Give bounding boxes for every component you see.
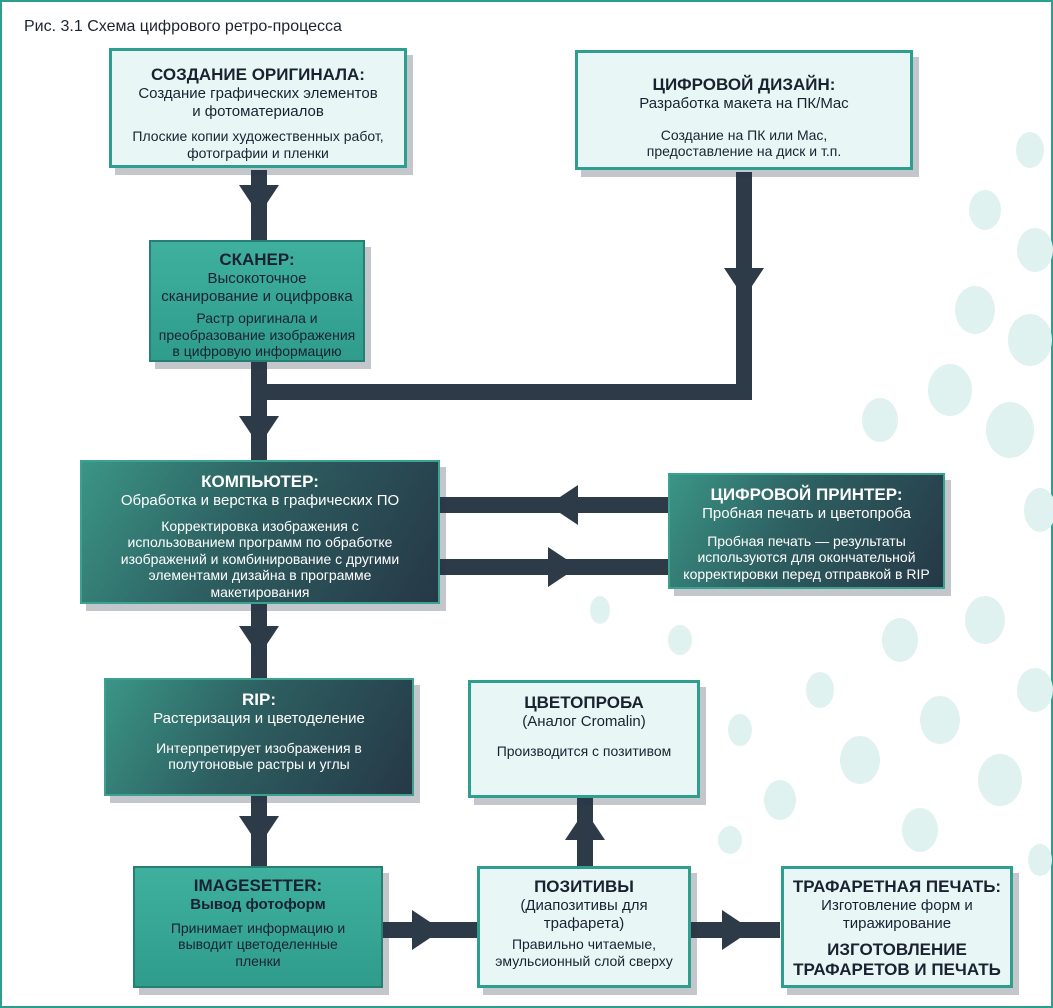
- box-colorproof: ЦВЕТОПРОБА (Аналог Cromalin) Производитс…: [468, 680, 700, 798]
- box-imagesetter-description: Принимает информацию и выводит цветоделе…: [170, 919, 346, 969]
- box-design-title: ЦИФРОВОЙ ДИЗАЙН:: [652, 75, 836, 94]
- box-original-subtitle: Создание графических элементов и фотомат…: [138, 85, 378, 120]
- box-printer-subtitle: Пробная печать и цветопроба: [702, 505, 911, 523]
- arrowhead-down-rip: [239, 816, 279, 846]
- box-imagesetter-title: IMAGESETTER:: [193, 876, 323, 895]
- box-rip: RIP: Растеризация и цветоделение Интерпр…: [104, 678, 414, 796]
- box-computer-title: КОМПЬЮТЕР:: [201, 472, 319, 491]
- figure-caption: Рис. 3.1 Схема цифрового ретро-процесса: [24, 18, 342, 35]
- box-imagesetter-subtitle: Вывод фотоформ: [190, 896, 326, 914]
- box-colorproof-subtitle: (Аналог Cromalin): [522, 713, 646, 731]
- box-colorproof-description: Производится с позитивом: [496, 742, 672, 759]
- box-scanner-description: Растр оригинала и преобразование изображ…: [158, 310, 356, 360]
- arrowhead-up-positives: [565, 810, 605, 840]
- box-scanner: СКАНЕР: Высокоточное сканирование и оциф…: [149, 240, 365, 362]
- box-design-subtitle: Разработка макета на ПК/Mac: [639, 95, 849, 113]
- box-computer: КОМПЬЮТЕР: Обработка и верстка в графиче…: [80, 460, 440, 604]
- arrowhead-right-positives: [722, 910, 752, 950]
- arrowhead-down-computer: [239, 626, 279, 656]
- arrowhead-down-original: [239, 185, 279, 215]
- box-screen-printing: ТРАФАРЕТНАЯ ПЕЧАТЬ: Изготовление форм и …: [781, 866, 1013, 988]
- box-positives: ПОЗИТИВЫ (Диапозитивы для трафарета) Пра…: [477, 866, 691, 988]
- box-positives-subtitle: (Диапозитивы для трафарета): [520, 897, 648, 932]
- box-screen-print-title: ТРАФАРЕТНАЯ ПЕЧАТЬ:: [792, 877, 1002, 896]
- box-screen-print-emphasis: ИЗГОТОВЛЕНИЕ ТРАФАРЕТОВ И ПЕЧАТЬ: [793, 940, 1001, 980]
- box-positives-description: Правильно читаемые, эмульсионный слой св…: [495, 936, 673, 969]
- box-printer-description: Пробная печать — результаты используются…: [683, 532, 930, 582]
- arrowhead-down-scanner: [239, 416, 279, 446]
- box-digital-printer: ЦИФРОВОЙ ПРИНТЕР: Пробная печать и цвето…: [668, 473, 945, 589]
- arrowhead-right-imagesetter: [412, 910, 442, 950]
- box-screen-print-subtitle: Изготовление форм и тиражирование: [821, 897, 973, 932]
- box-computer-description: Корректировка изображения с использовани…: [120, 517, 400, 600]
- arrowhead-left-printer: [548, 485, 578, 525]
- box-printer-title: ЦИФРОВОЙ ПРИНТЕР:: [710, 485, 903, 504]
- box-rip-subtitle: Растеризация и цветоделение: [153, 710, 365, 728]
- box-scanner-title: СКАНЕР:: [219, 250, 295, 269]
- box-rip-title: RIP:: [242, 690, 276, 709]
- box-rip-description: Интерпретирует изображения в полутоновые…: [156, 739, 362, 773]
- box-scanner-subtitle: Высокоточное сканирование и оцифровка: [161, 270, 353, 305]
- box-imagesetter: IMAGESETTER: Вывод фотоформ Принимает ин…: [133, 866, 383, 988]
- box-computer-subtitle: Обработка и верстка в графических ПО: [120, 492, 400, 510]
- box-design-description: Создание на ПК или Mac, предоставление н…: [646, 126, 842, 160]
- box-digital-design: ЦИФРОВОЙ ДИЗАЙН: Разработка макета на ПК…: [575, 50, 913, 170]
- arrowhead-down-design: [724, 268, 764, 298]
- box-colorproof-title: ЦВЕТОПРОБА: [524, 693, 644, 712]
- arrowhead-right-computer: [548, 547, 578, 587]
- box-positives-title: ПОЗИТИВЫ: [534, 877, 634, 896]
- box-original-creation: СОЗДАНИЕ ОРИГИНАЛА: Создание графических…: [109, 48, 407, 168]
- box-original-description: Плоские копии художественных работ, фото…: [132, 128, 384, 161]
- box-original-title: СОЗДАНИЕ ОРИГИНАЛА:: [151, 65, 365, 84]
